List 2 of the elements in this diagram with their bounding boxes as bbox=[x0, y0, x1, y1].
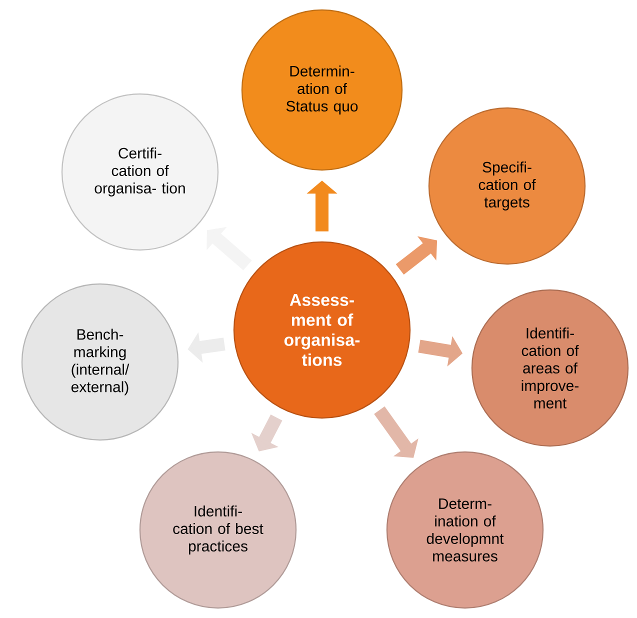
block-arrow bbox=[396, 236, 438, 275]
block-arrow bbox=[374, 406, 418, 458]
